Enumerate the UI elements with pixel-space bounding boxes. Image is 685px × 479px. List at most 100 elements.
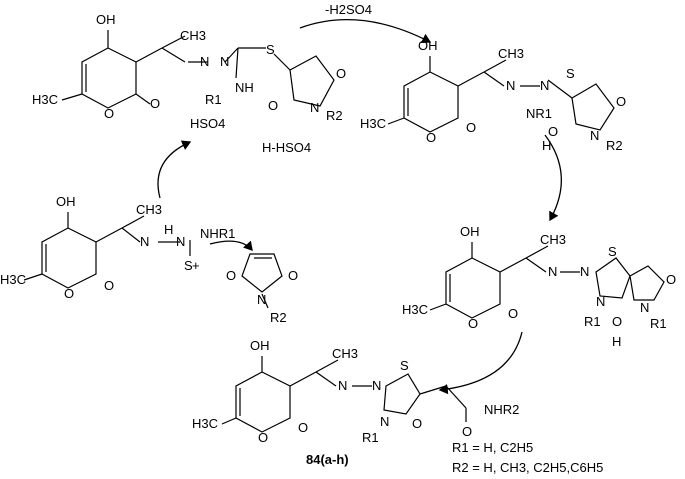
- bond: [23, 273, 43, 281]
- atom-label: O: [64, 286, 74, 301]
- atom-label: S: [608, 244, 617, 259]
- atom-label: O: [268, 98, 278, 113]
- plus-sign: +: [192, 258, 200, 273]
- atom-label: OH: [96, 12, 116, 27]
- atom-label: H: [542, 138, 551, 153]
- atom-label: H3C: [192, 416, 218, 431]
- atom-label: O: [426, 130, 436, 145]
- structure-2: OH CH3 N N S O N R2 O H NR1 O O H3C: [360, 38, 626, 153]
- atom-label: O: [468, 316, 478, 331]
- bond: [273, 53, 291, 71]
- atom-label: CH3: [180, 28, 206, 43]
- atom-label: O: [258, 430, 268, 445]
- atom-label: O: [548, 124, 558, 139]
- atom-label: R1: [205, 92, 222, 107]
- atom-label: NR1: [526, 106, 552, 121]
- atom-label: NHR1: [200, 226, 235, 241]
- bond: [235, 371, 291, 433]
- cycle-arrow-right: [544, 134, 562, 222]
- hso4-label: HSO4: [190, 116, 225, 131]
- atom-label: N: [257, 292, 266, 307]
- bond: [419, 385, 447, 395]
- bond: [483, 71, 505, 87]
- cycle-arrow-bottom: [438, 331, 523, 395]
- atom-label: O: [616, 94, 626, 109]
- atom-label: N: [506, 78, 515, 93]
- atom-label: NHR2: [484, 402, 519, 417]
- atom-label: H: [612, 334, 621, 349]
- bond: [403, 71, 459, 133]
- structure-5-product: OH CH3 N N S O N R1 NHR2 O O O H3C: [192, 338, 519, 445]
- r2-definition: R2 = H, CH3, C2H5,C6H5: [452, 460, 603, 475]
- atom-label: N: [380, 414, 389, 429]
- atom-label: S: [266, 42, 275, 57]
- compound-id-label: 84(a-h): [306, 452, 349, 467]
- atom-label: N: [540, 78, 549, 93]
- atom-label: O: [462, 424, 472, 439]
- bond: [209, 240, 253, 251]
- atom-label: H3C: [0, 272, 26, 287]
- bond: [224, 47, 239, 63]
- bond: [241, 253, 283, 293]
- bond: [483, 59, 507, 73]
- atom-label: O: [412, 416, 422, 431]
- r1-definition: R1 = H, C2H5: [452, 440, 533, 455]
- structure-1: OH CH3 N N S O N R2 O NH R1 O O H3C HSO4…: [32, 12, 346, 155]
- atom-label: O: [104, 106, 114, 121]
- atom-label: N: [140, 234, 149, 249]
- atom-label: R2: [326, 108, 343, 123]
- atom-label: H3C: [402, 302, 428, 317]
- bond: [95, 227, 123, 243]
- atom-label: CH3: [136, 202, 162, 217]
- atom-label: R1: [650, 316, 667, 331]
- atom-label: R1: [584, 314, 601, 329]
- structure-3: OH CH3 N H N NHR1 S O O H3C + O O N R2: [0, 194, 298, 325]
- bond: [429, 303, 447, 311]
- bond: [387, 117, 405, 125]
- bond: [629, 265, 665, 301]
- bond: [161, 35, 186, 49]
- bond: [547, 79, 573, 99]
- bond: [445, 385, 467, 409]
- atom-label: N: [580, 264, 589, 279]
- atom-label: OH: [56, 194, 76, 209]
- cycle-arrow-top: [299, 19, 432, 44]
- atom-label: N: [310, 100, 319, 115]
- atom-label: O: [612, 314, 622, 329]
- bond: [221, 417, 237, 425]
- atom-label: N: [640, 300, 649, 315]
- atom-label: CH3: [498, 46, 524, 61]
- structure-4: OH CH3 N N S O N R1 N R1 O H O O H3C: [402, 224, 676, 349]
- atom-label: O: [666, 272, 676, 287]
- bond: [571, 83, 615, 131]
- atom-label: N: [548, 264, 557, 279]
- cycle-arrow-left: [157, 140, 192, 199]
- bond: [81, 47, 137, 109]
- bond: [457, 71, 485, 87]
- bond: [121, 227, 141, 243]
- atom-label: H: [164, 222, 173, 237]
- bond: [499, 257, 527, 273]
- atom-label: S: [566, 66, 575, 81]
- atom-label: NH: [235, 80, 254, 95]
- bond: [445, 257, 501, 319]
- atom-label: CH3: [540, 232, 566, 247]
- atom-label: O: [336, 66, 346, 81]
- atom-label: N: [590, 128, 599, 143]
- atom-label: O: [298, 420, 308, 435]
- atom-label: OH: [250, 338, 270, 353]
- atom-label: O: [150, 96, 160, 111]
- atom-label: S: [184, 258, 193, 273]
- bond: [315, 359, 339, 373]
- bond: [235, 47, 239, 79]
- atom-label: H3C: [32, 92, 58, 107]
- bond: [135, 93, 151, 105]
- top-arrow-label: -H2SO4: [325, 2, 372, 17]
- atom-label: N: [200, 54, 209, 69]
- h-hso4-label: H-HSO4: [262, 140, 311, 155]
- atom-label: R1: [362, 430, 379, 445]
- bond: [261, 293, 269, 309]
- bond: [289, 55, 335, 107]
- bond: [383, 373, 421, 415]
